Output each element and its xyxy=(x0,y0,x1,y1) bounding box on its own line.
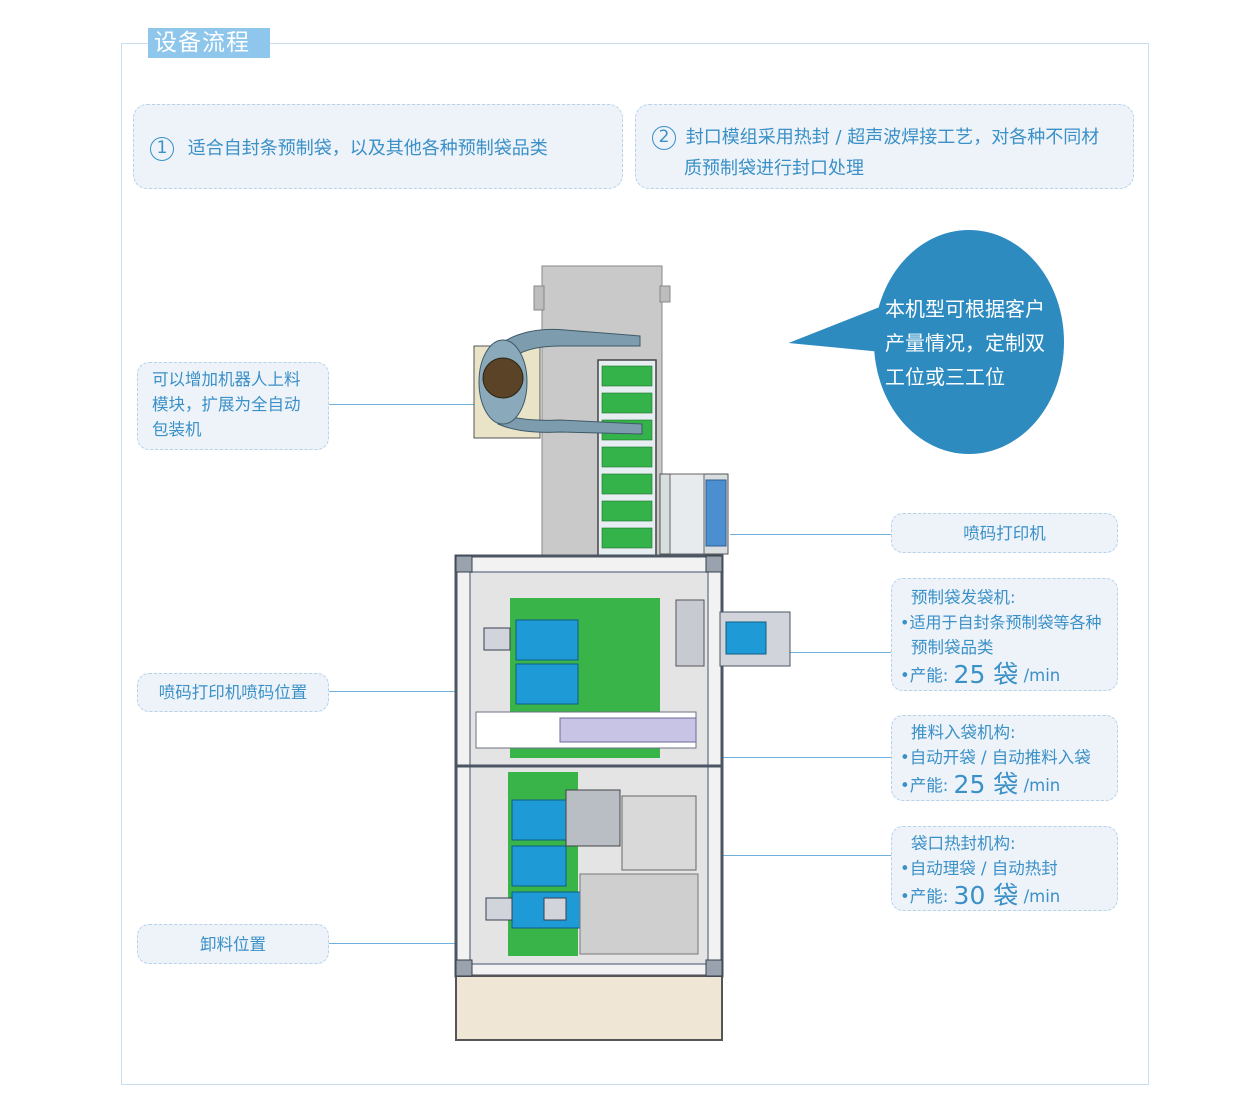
sealer-plate xyxy=(621,795,697,871)
bubble-line-1: 本机型可根据客户 xyxy=(885,297,1045,321)
bag-feeder-rate-prefix: •产能: xyxy=(900,666,949,685)
pusher-rate: •产能: 25 袋 /min xyxy=(900,772,1117,798)
pusher-leader-line xyxy=(612,757,891,758)
bag-feeder-leader-line xyxy=(790,652,891,653)
print-position-text: 喷码打印机喷码位置 xyxy=(158,683,308,702)
pusher-rate-unit: /min xyxy=(1023,776,1061,795)
pusher-label: 推料入袋机构: •自动开袋 / 自动推料入袋 •产能: 25 袋 /min xyxy=(891,715,1118,801)
info-bubble xyxy=(874,230,1064,454)
bubble-line-3: 工位或三工位 xyxy=(885,365,1005,389)
note-1: 1 适合自封条预制袋，以及其他各种预制袋品类 xyxy=(133,104,623,189)
robot-label-line-3: 包装机 xyxy=(152,420,202,439)
note-1-text: 适合自封条预制袋，以及其他各种预制袋品类 xyxy=(187,138,548,159)
printer-label-text: 喷码打印机 xyxy=(963,524,1046,543)
unload-leader-line xyxy=(329,943,481,944)
bag-feeder-line-1: •适用于自封条预制袋等各种 xyxy=(900,613,1102,632)
pusher-slide xyxy=(559,717,697,743)
sealer-rate-prefix: •产能: xyxy=(900,887,949,906)
sealer-leader-line xyxy=(618,855,891,856)
bag-feeder-rate: •产能: 25 袋 /min xyxy=(900,662,1117,688)
sealer-block xyxy=(565,789,621,847)
sealer-rate-value: 30 袋 xyxy=(953,881,1019,910)
bag-feeder-label: 预制袋发袋机: •适用于自封条预制袋等各种 预制袋品类 •产能: 25 袋 /m… xyxy=(891,578,1118,691)
sealer-rate-unit: /min xyxy=(1023,887,1061,906)
bag-feeder-jaws xyxy=(725,621,767,655)
printer-head xyxy=(669,473,705,555)
robot-label-line-1: 可以增加机器人上料 xyxy=(152,370,301,389)
note-1-number: 1 xyxy=(150,137,174,161)
note-2-number: 2 xyxy=(652,126,676,150)
output-tray xyxy=(579,873,699,955)
bag-feeder-rate-unit: /min xyxy=(1023,666,1061,685)
column-bracket xyxy=(533,285,545,311)
conveyor-slots xyxy=(601,365,653,549)
sealer-label: 袋口热封机构: •自动理袋 / 自动热封 •产能: 30 袋 /min xyxy=(891,826,1118,911)
note-2-text-line2: 质预制袋进行封口处理 xyxy=(684,158,864,179)
robot-leader-line xyxy=(329,404,479,405)
machine-base xyxy=(455,975,723,1041)
note-2-text-line1: 封口模组采用热封 / 超声波焊接工艺，对各种不同材 xyxy=(685,127,1100,148)
pusher-rate-prefix: •产能: xyxy=(900,776,949,795)
bubble-text: 本机型可根据客户 产量情况，定制双 工位或三工位 xyxy=(885,292,1065,394)
clamps xyxy=(483,627,567,921)
corner-posts xyxy=(455,555,723,977)
operator-head xyxy=(482,357,524,399)
feeder-block xyxy=(675,599,705,667)
print-position-leader-line xyxy=(329,691,479,692)
bag-feeder-line-2: 预制袋品类 xyxy=(911,638,994,657)
pusher-title: 推料入袋机构: xyxy=(911,723,1016,742)
column-bracket-right xyxy=(659,285,671,303)
sealer-rate: •产能: 30 袋 /min xyxy=(900,883,1117,909)
robot-label-line-2: 模块，扩展为全自动 xyxy=(152,395,301,414)
unload-position-label: 卸料位置 xyxy=(137,924,329,964)
print-position-label: 喷码打印机喷码位置 xyxy=(137,673,329,712)
content-frame xyxy=(121,43,1149,1085)
sealer-line-1: •自动理袋 / 自动热封 xyxy=(900,859,1058,878)
robot-module-label: 可以增加机器人上料 模块，扩展为全自动 包装机 xyxy=(137,362,329,450)
note-2: 2 封口模组采用热封 / 超声波焊接工艺，对各种不同材 质预制袋进行封口处理 xyxy=(635,104,1134,189)
bubble-line-2: 产量情况，定制双 xyxy=(885,331,1045,355)
bag-feeder-rate-value: 25 袋 xyxy=(953,660,1019,689)
bag-feeder-title: 预制袋发袋机: xyxy=(911,588,1016,607)
sealer-title: 袋口热封机构: xyxy=(911,834,1016,853)
printer-leader-line xyxy=(730,534,891,535)
pusher-rate-value: 25 袋 xyxy=(953,770,1019,799)
blue-modules xyxy=(511,619,581,929)
pusher-line-1: •自动开袋 / 自动推料入袋 xyxy=(900,748,1091,767)
printer-screen xyxy=(705,479,727,547)
printer-label: 喷码打印机 xyxy=(891,513,1118,553)
section-title: 设备流程 xyxy=(148,28,270,58)
unload-position-text: 卸料位置 xyxy=(200,935,266,954)
